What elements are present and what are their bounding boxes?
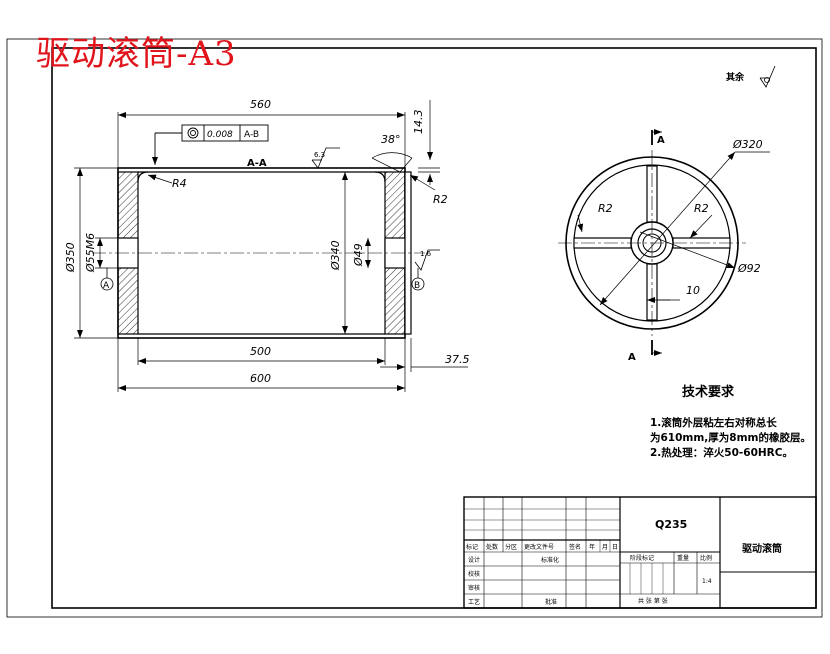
tb-check: 校核 xyxy=(468,570,480,578)
tb-approve: 批准 xyxy=(545,598,557,606)
roughness-1-6: 1.6 xyxy=(420,250,432,258)
section-mark-top: A xyxy=(657,135,665,146)
dim-r2-section: R2 xyxy=(433,193,448,206)
tb-year: 年 xyxy=(589,543,595,551)
tb-sign: 签名 xyxy=(569,543,581,551)
dim-r2-left: R2 xyxy=(598,202,613,215)
tb-zone: 分区 xyxy=(505,543,517,551)
outer-border xyxy=(6,38,823,618)
tb-stage: 阶段标记 xyxy=(630,554,654,562)
tb-month: 月 xyxy=(602,544,608,551)
dim-38-deg: 38° xyxy=(381,133,401,146)
title-block xyxy=(463,496,817,609)
section-mark-bottom: A xyxy=(628,352,636,363)
dim-r4: R4 xyxy=(172,177,187,190)
tb-review: 审核 xyxy=(468,584,480,592)
dim-600: 600 xyxy=(250,372,271,385)
tech-req-line-2: 为610mm,厚为8mm的橡胶层。 xyxy=(650,432,811,444)
concentricity-icon xyxy=(187,127,199,139)
datum-markers xyxy=(100,268,425,291)
dim-14-3: 14.3 xyxy=(412,110,425,135)
tb-process: 工艺 xyxy=(468,598,480,606)
tb-design: 设计 xyxy=(468,556,480,564)
section-dimensions xyxy=(74,100,468,392)
material-label: Q235 xyxy=(655,518,687,531)
section-view xyxy=(92,167,425,339)
tech-req-line-1: 1.滚筒外层粘左右对称总长 xyxy=(650,417,777,429)
tb-scale-value: 1:4 xyxy=(702,578,712,585)
section-label: A-A xyxy=(247,158,267,169)
tech-req-title: 技术要求 xyxy=(682,385,735,400)
tolerance-value: 0.008 xyxy=(207,130,233,140)
tb-day: 日 xyxy=(612,544,618,551)
dim-d340: Ø340 xyxy=(329,240,342,271)
part-name-label: 驱动滚筒 xyxy=(742,542,782,555)
datum-a-label: A xyxy=(103,281,110,291)
dim-d49: Ø49 xyxy=(352,243,365,267)
tb-sheets: 共 张 第 张 xyxy=(638,597,668,605)
dim-d350: Ø350 xyxy=(64,242,77,273)
roughness-check-icon xyxy=(759,65,776,88)
tb-qty: 处数 xyxy=(486,543,498,551)
dim-d320: Ø320 xyxy=(732,138,763,151)
end-view-dimensions xyxy=(577,129,770,356)
tb-standard: 标准化 xyxy=(541,556,559,564)
dim-d92: Ø92 xyxy=(737,262,761,275)
datum-b-label: B xyxy=(414,281,420,291)
tb-doc: 更改文件号 xyxy=(524,543,554,551)
roughness-symbols xyxy=(311,65,776,271)
dim-560: 560 xyxy=(250,98,271,111)
tb-scale: 比例 xyxy=(700,554,712,562)
tolerance-frame xyxy=(152,124,269,165)
dim-d55m6: Ø55M6 xyxy=(84,233,97,273)
tb-mark: 标记 xyxy=(466,543,478,551)
dim-37-5: 37.5 xyxy=(445,353,470,366)
tolerance-datum: A-B xyxy=(244,130,259,140)
dim-r2-right: R2 xyxy=(694,202,709,215)
roughness-other-label: 其余 xyxy=(726,71,745,83)
dim-10: 10 xyxy=(686,284,700,297)
drawing-title: 驱动滚筒-A3 xyxy=(36,34,237,74)
tech-req-line-3: 2.热处理：淬火50-60HRC。 xyxy=(650,447,793,459)
end-view xyxy=(558,150,746,336)
tb-weight: 重量 xyxy=(677,554,689,562)
inner-border xyxy=(51,47,817,609)
roughness-6-3: 6.3 xyxy=(314,151,325,159)
dim-500: 500 xyxy=(250,345,271,358)
